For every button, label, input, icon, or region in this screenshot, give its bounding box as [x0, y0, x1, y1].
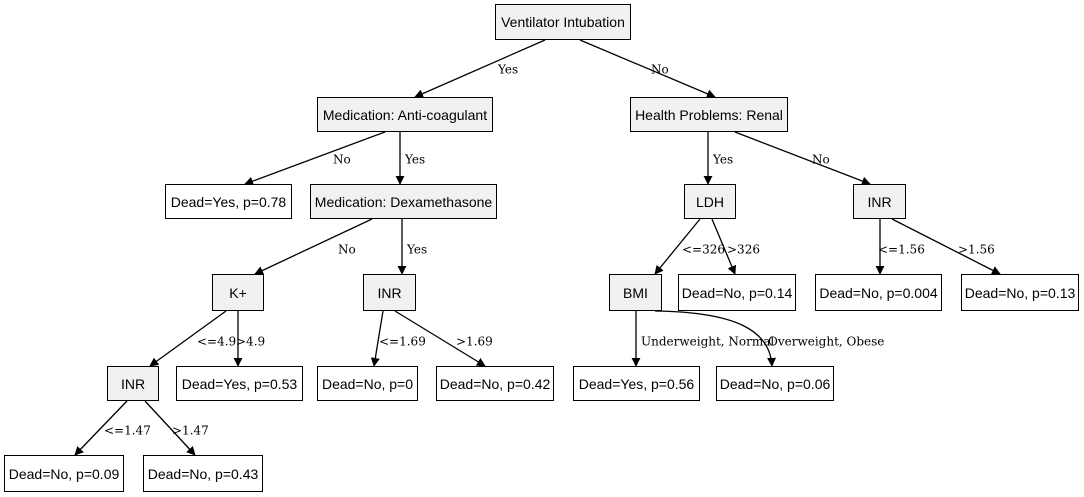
- edge-bmi-to-leaf_no006: [654, 310, 777, 367]
- edge-anticoag-to-leaf_yes078: [244, 131, 386, 186]
- leaf-node-leaf-yes078: Dead=Yes, p=0.78: [165, 184, 292, 219]
- edge-label-anticoag-to-dexa: Yes: [404, 153, 425, 167]
- edge-label-inr_k-to-leaf_no043: >1.47: [172, 424, 209, 438]
- edge-root-to-anticoag: [414, 39, 546, 98]
- edge-label-renal-to-ldh: Yes: [712, 153, 733, 167]
- edge-renal-to-inr_renal: [734, 131, 871, 186]
- split-node-bmi: BMI: [609, 274, 662, 311]
- split-node-inr-k: INR: [107, 366, 159, 401]
- edge-inr_dexa-to-leaf_no0: [370, 310, 384, 367]
- leaf-node-leaf-yes056: Dead=Yes, p=0.56: [573, 366, 700, 401]
- leaf-node-leaf-no0004: Dead=No, p=0.004: [815, 274, 942, 311]
- edge-label-kplus-to-inr_k: <=4.9: [197, 335, 236, 349]
- split-node-inr-dexa: INR: [363, 274, 416, 311]
- edge-label-bmi-to-leaf_no006: Overweight, Obese: [768, 335, 884, 349]
- leaf-node-leaf-yes053: Dead=Yes, p=0.53: [176, 366, 303, 401]
- edge-label-ldh-to-leaf_no014: >326: [727, 243, 760, 257]
- leaf-node-leaf-no042: Dead=No, p=0.42: [436, 366, 554, 401]
- edge-inr_renal-to-leaf_no013: [891, 218, 1001, 275]
- leaf-node-leaf-no043: Dead=No, p=0.43: [143, 455, 263, 492]
- split-node-dexa: Medication: Dexamethasone: [310, 184, 497, 219]
- leaf-node-leaf-no014: Dead=No, p=0.14: [678, 274, 796, 311]
- split-node-root: Ventilator Intubation: [495, 4, 631, 40]
- edge-dexa-to-kplus: [254, 218, 373, 275]
- split-node-inr-renal: INR: [853, 184, 906, 219]
- edge-label-dexa-to-inr_dexa: Yes: [406, 243, 427, 257]
- edge-label-inr_renal-to-leaf_no0004: <=1.56: [878, 243, 925, 257]
- split-node-kplus: K+: [212, 274, 264, 311]
- edge-label-renal-to-inr_renal: No: [812, 153, 830, 167]
- edge-label-inr_dexa-to-leaf_no042: >1.69: [456, 335, 493, 349]
- edge-label-bmi-to-leaf_yes056: Underweight, Normal: [641, 335, 774, 349]
- leaf-node-leaf-no006: Dead=No, p=0.06: [716, 366, 834, 401]
- edge-root-to-renal: [579, 39, 716, 98]
- edge-label-inr_k-to-leaf_no009: <=1.47: [104, 424, 151, 438]
- leaf-node-leaf-no009: Dead=No, p=0.09: [4, 455, 124, 492]
- leaf-node-leaf-no013: Dead=No, p=0.13: [961, 274, 1079, 311]
- edge-label-root-to-anticoag: Yes: [497, 63, 518, 77]
- split-node-ldh: LDH: [684, 184, 736, 219]
- split-node-anticoag: Medication: Anti-coagulant: [317, 97, 493, 132]
- edge-label-inr_renal-to-leaf_no013: >1.56: [958, 243, 995, 257]
- edge-label-anticoag-to-leaf_yes078: No: [333, 153, 351, 167]
- edge-kplus-to-inr_k: [149, 310, 227, 367]
- edge-ldh-to-leaf_no014: [711, 218, 737, 275]
- edge-inr_k-to-leaf_no043: [144, 400, 196, 456]
- edge-label-kplus-to-leaf_yes053: >4.9: [236, 335, 265, 349]
- split-node-renal: Health Problems: Renal: [630, 97, 788, 132]
- edge-label-ldh-to-bmi: <=326: [682, 243, 725, 257]
- edge-label-inr_dexa-to-leaf_no0: <=1.69: [379, 335, 426, 349]
- edge-ldh-to-bmi: [654, 218, 701, 275]
- edge-inr_k-to-leaf_no009: [74, 400, 128, 456]
- leaf-node-leaf-no0: Dead=No, p=0: [317, 366, 418, 401]
- edge-label-dexa-to-kplus: No: [338, 243, 356, 257]
- edge-label-root-to-renal: No: [651, 63, 669, 77]
- edge-inr_dexa-to-leaf_no042: [394, 310, 486, 367]
